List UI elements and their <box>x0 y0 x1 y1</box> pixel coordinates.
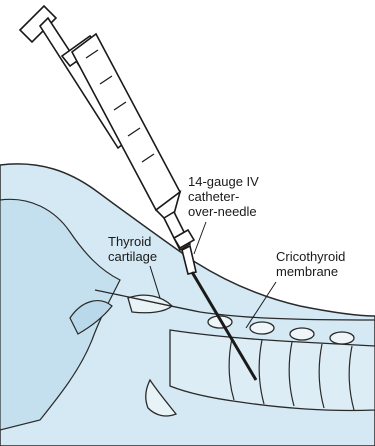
label-crico-line-2: membrane <box>276 264 345 279</box>
label-catheter-line-1: 14-gauge IV <box>188 174 259 189</box>
label-catheter-line-2: catheter- <box>188 189 259 204</box>
label-thyroid-cartilage: Thyroid cartilage <box>108 234 157 264</box>
label-thyroid-line-1: Thyroid <box>108 234 157 249</box>
label-thyroid-line-2: cartilage <box>108 249 157 264</box>
syringe-barrel <box>72 34 180 210</box>
label-catheter: 14-gauge IV catheter- over-needle <box>188 174 259 219</box>
label-catheter-line-3: over-needle <box>188 204 259 219</box>
label-cricothyroid-membrane: Cricothyroid membrane <box>276 249 345 279</box>
label-crico-line-1: Cricothyroid <box>276 249 345 264</box>
